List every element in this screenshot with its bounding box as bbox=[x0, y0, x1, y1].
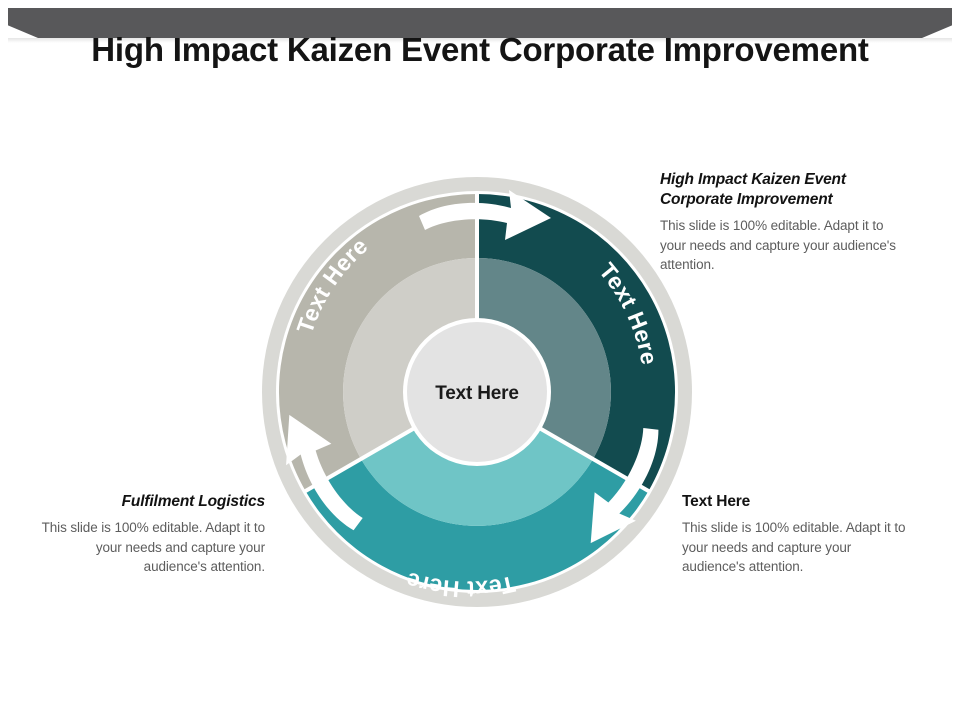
segment-bottom-outer[interactable] bbox=[305, 459, 649, 591]
segment-left-inner[interactable] bbox=[343, 258, 477, 459]
center-circle[interactable] bbox=[407, 322, 547, 462]
segment-top-right-outer[interactable] bbox=[477, 194, 676, 491]
cycle-diagram: Text Here Text Here Text Here Text Here bbox=[255, 170, 699, 614]
callout-top-right: High Impact Kaizen Event Corporate Impro… bbox=[660, 170, 910, 275]
callout-bottom-right: Text Here This slide is 100% editable. A… bbox=[682, 492, 917, 577]
callout-bottom-right-body: This slide is 100% editable. Adapt it to… bbox=[682, 520, 906, 574]
callout-top-right-heading: High Impact Kaizen Event Corporate Impro… bbox=[660, 171, 846, 208]
callout-top-right-body: This slide is 100% editable. Adapt it to… bbox=[660, 218, 896, 272]
callout-left: Fulfilment Logistics This slide is 100% … bbox=[30, 492, 266, 577]
center-label: Text Here bbox=[435, 383, 518, 404]
callout-bottom-right-heading: Text Here bbox=[682, 493, 751, 510]
header-bar-shadow bbox=[8, 38, 952, 43]
arrow-top-icon bbox=[419, 190, 551, 240]
callout-left-heading: Fulfilment Logistics bbox=[121, 493, 266, 510]
arrow-bottom-left-icon bbox=[286, 414, 363, 531]
header-bar bbox=[8, 8, 952, 38]
arrow-bottom-right-icon bbox=[590, 427, 659, 544]
segment-left-outer[interactable] bbox=[278, 194, 477, 491]
segment-top-right-inner[interactable] bbox=[477, 258, 611, 459]
segment-bottom-inner[interactable] bbox=[361, 428, 593, 526]
callout-left-body: This slide is 100% editable. Adapt it to… bbox=[41, 520, 265, 574]
page-title: High Impact Kaizen Event Corporate Impro… bbox=[91, 31, 869, 68]
